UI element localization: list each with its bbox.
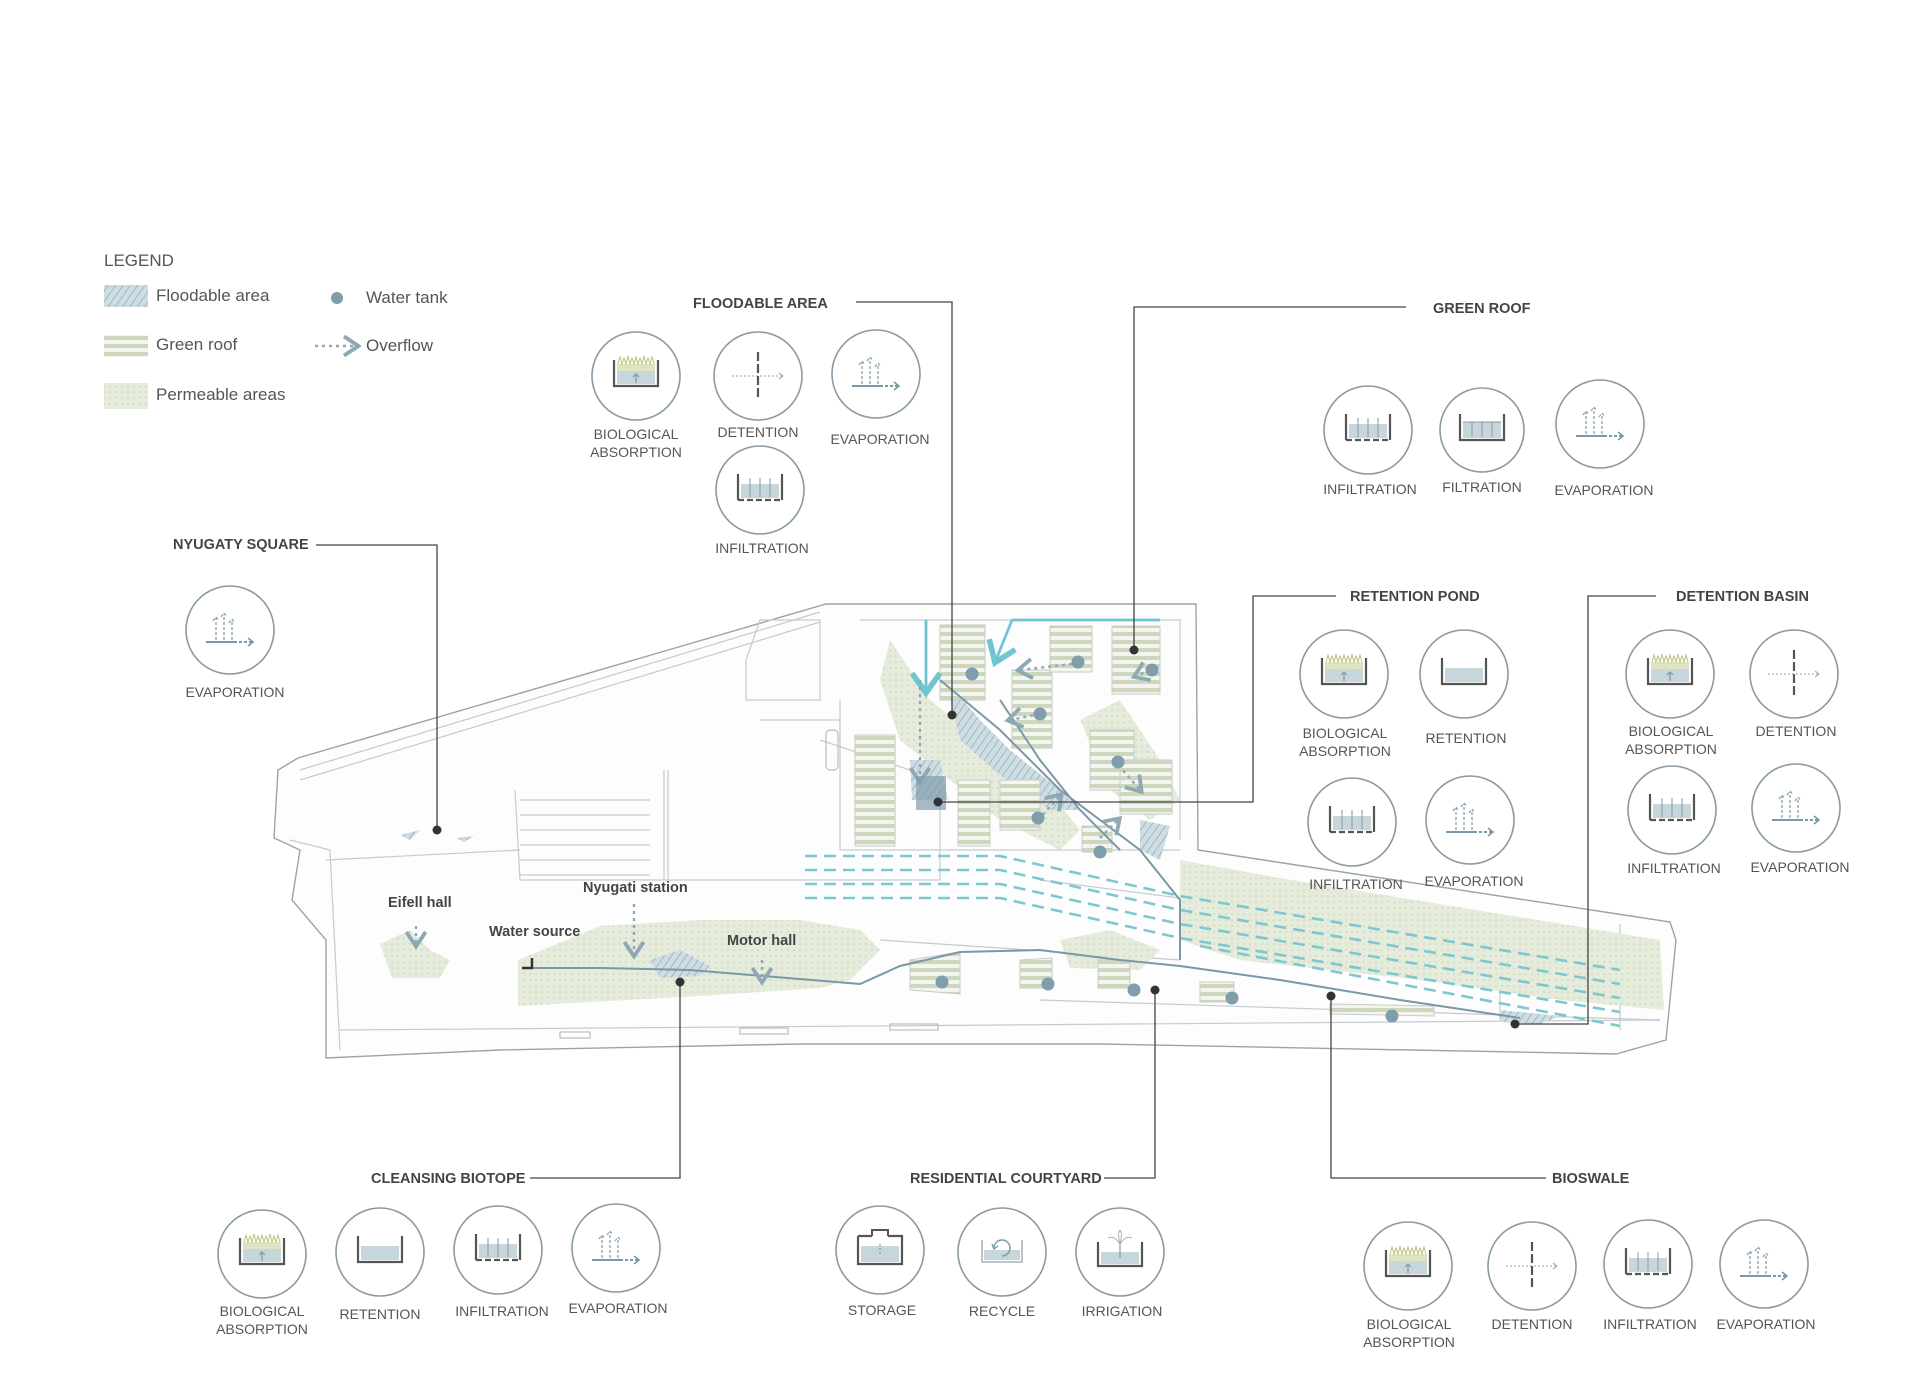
floodable-det-label: DETENTION [718, 424, 799, 440]
section-cleansing-biotope: CLEANSING BIOTOPE BIOLOGICAL ABSORPTION … [216, 1171, 667, 1337]
green-roof-title: GREEN ROOF [1433, 301, 1531, 317]
motor-hall-label: Motor hall [727, 933, 796, 949]
section-nyugaty-square: NYUGATY SQUARE EVAPORATION [173, 537, 309, 700]
water-tank-dot-icon [331, 292, 343, 304]
cleansing-inf-label: INFILTRATION [455, 1303, 549, 1319]
bioswale-evap-label: EVAPORATION [1716, 1316, 1815, 1332]
cleansing-evap-label: EVAPORATION [568, 1300, 667, 1316]
water-source-label: Water source [489, 924, 580, 940]
retention-bio-label-2: ABSORPTION [1299, 743, 1391, 759]
detention-bio-label-2: ABSORPTION [1625, 741, 1717, 757]
water-tanks [935, 655, 1399, 1023]
detention-bio-label-1: BIOLOGICAL [1629, 723, 1714, 739]
nyugati-station-label: Nyugati station [583, 880, 688, 896]
section-green-roof: GREEN ROOF INFILTRATION FILTRATION EVAPO… [1323, 301, 1654, 498]
leader-lines [316, 301, 1656, 1179]
retention-inf-label: INFILTRATION [1309, 876, 1403, 892]
floodable-swatch-icon [104, 285, 148, 307]
section-detention-basin: DETENTION BASIN BIOLOGICAL ABSORPTION DE… [1625, 589, 1849, 876]
detention-evap-label: EVAPORATION [1750, 859, 1849, 875]
green-roof-inf-label: INFILTRATION [1323, 481, 1417, 497]
bioswale-inf-label: INFILTRATION [1603, 1316, 1697, 1332]
bioswale-bio-label-2: ABSORPTION [1363, 1334, 1455, 1350]
legend-permeable-label: Permeable areas [156, 385, 285, 404]
eifell-hall-label: Eifell hall [388, 895, 452, 911]
floodable-evap-label: EVAPORATION [830, 431, 929, 447]
permeable-swatch-icon [104, 383, 148, 409]
green-roof-filt-label: FILTRATION [1442, 479, 1522, 495]
site-plan [273, 603, 1677, 1059]
floodable-inf-label: INFILTRATION [715, 540, 809, 556]
floodable-area-title: FLOODABLE AREA [693, 296, 828, 312]
legend-floodable-label: Floodable area [156, 286, 270, 305]
floodable-bio-label-2: ABSORPTION [590, 444, 682, 460]
bioswale-bio-label-1: BIOLOGICAL [1367, 1316, 1452, 1332]
retention-ret-label: RETENTION [1426, 730, 1507, 746]
bioswale-title: BIOSWALE [1552, 1171, 1630, 1187]
section-floodable-area: FLOODABLE AREA BIOLOGICAL ABSORPTION DET… [590, 296, 929, 556]
nyugaty-square-title: NYUGATY SQUARE [173, 537, 309, 553]
section-bioswale: BIOSWALE BIOLOGICAL ABSORPTION DETENTION… [1363, 1171, 1815, 1350]
bioswale-det-label: DETENTION [1492, 1316, 1573, 1332]
detention-det-label: DETENTION [1756, 723, 1837, 739]
detention-basin-title: DETENTION BASIN [1676, 589, 1809, 605]
cleansing-bio-label-2: ABSORPTION [216, 1321, 308, 1337]
legend: LEGEND Floodable area Green roof Permeab… [104, 251, 448, 409]
detention-inf-label: INFILTRATION [1627, 860, 1721, 876]
residential-irrigation-label: IRRIGATION [1082, 1303, 1163, 1319]
legend-green-roof-label: Green roof [156, 335, 238, 354]
nyugaty-evap-label: EVAPORATION [185, 684, 284, 700]
section-retention-pond: RETENTION POND BIOLOGICAL ABSORPTION RET… [1299, 589, 1523, 892]
residential-courtyard-title: RESIDENTIAL COURTYARD [910, 1171, 1102, 1187]
green-roof-evap-label: EVAPORATION [1554, 482, 1653, 498]
retention-pond-title: RETENTION POND [1350, 589, 1480, 605]
legend-overflow-label: Overflow [366, 336, 434, 355]
green-roof-swatch-icon [104, 335, 148, 357]
legend-water-tank-label: Water tank [366, 288, 448, 307]
floodable-bio-label-1: BIOLOGICAL [594, 426, 679, 442]
residential-recycle-label: RECYCLE [969, 1303, 1035, 1319]
cleansing-biotope-title: CLEANSING BIOTOPE [371, 1171, 526, 1187]
cleansing-ret-label: RETENTION [340, 1306, 421, 1322]
section-residential-courtyard: RESIDENTIAL COURTYARD STORAGE RECYCLE IR… [835, 1171, 1165, 1319]
retention-evap-label: EVAPORATION [1424, 873, 1523, 889]
legend-title: LEGEND [104, 251, 174, 270]
cleansing-bio-label-1: BIOLOGICAL [220, 1303, 305, 1319]
residential-storage-label: STORAGE [848, 1302, 916, 1318]
retention-bio-label-1: BIOLOGICAL [1303, 725, 1388, 741]
